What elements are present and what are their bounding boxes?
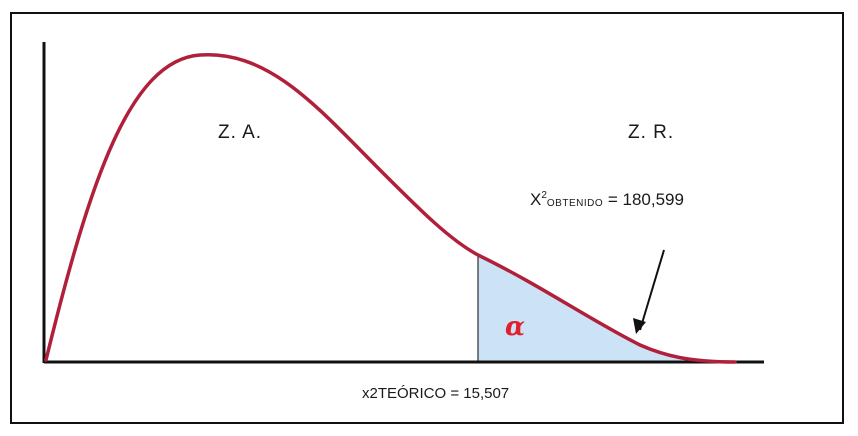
chi-square-curve — [44, 53, 737, 364]
arrow-head — [633, 318, 646, 334]
chi-symbol: X — [530, 190, 542, 209]
chi-theoretical-label: x2TEÓRICO = 15,507 — [362, 385, 510, 402]
obtained-value-arrow — [639, 249, 665, 331]
chi-superscript: 2 — [541, 190, 547, 201]
rejection-region-shading — [478, 255, 720, 362]
chi-subscript: OBTENIDO — [546, 198, 604, 209]
rejection-region-label: Z. R. — [628, 122, 675, 143]
chi-obtained-label: X2OBTENIDO = 180,599 — [530, 190, 684, 210]
chi-obtained-value: = 180,599 — [603, 190, 684, 209]
acceptance-region-label: Z. A. — [218, 122, 263, 143]
alpha-label: α — [505, 312, 526, 342]
